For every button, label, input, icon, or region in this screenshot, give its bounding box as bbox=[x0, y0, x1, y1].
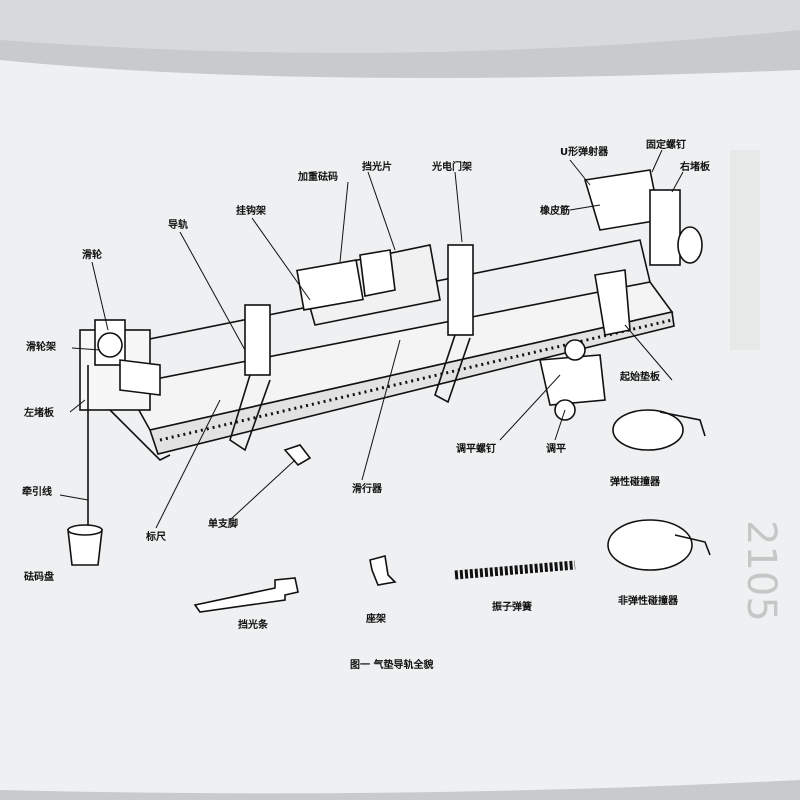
figure-caption: 图一 气垫导轨全貌 bbox=[350, 658, 433, 671]
light-flag bbox=[359, 249, 396, 297]
scale-ruler bbox=[159, 318, 673, 442]
start-pad bbox=[594, 269, 631, 336]
diagram-labels: 滑轮 滑轮架 左堵板 牵引线 砝码盘 导轨 挂钩架 加重砝码 挡光片 光电门架 … bbox=[22, 138, 711, 631]
label-biaochi: 标尺 bbox=[145, 530, 166, 543]
single-leg bbox=[283, 444, 312, 467]
photogate-frame-right bbox=[447, 244, 474, 336]
label-jiazhongfama: 加重砝码 bbox=[297, 170, 338, 183]
label-hualun: 滑轮 bbox=[82, 248, 102, 261]
label-zhenzitanhuang: 振子弹簧 bbox=[492, 600, 532, 613]
label-daogui: 导轨 bbox=[168, 218, 188, 231]
bleed-through-text: 2105 bbox=[730, 150, 784, 622]
label-qiqiudianban: 起始垫板 bbox=[619, 370, 661, 383]
label-zuoduanban: 左堵板 bbox=[23, 406, 55, 419]
label-hualunjia: 滑轮架 bbox=[26, 340, 56, 353]
label-dangguangpian: 挡光片 bbox=[362, 160, 392, 173]
accessories bbox=[193, 409, 711, 613]
label-qianyinxian: 牵引线 bbox=[22, 485, 52, 498]
right-end-plate bbox=[649, 189, 681, 266]
label-tanxingpengzhuangqi: 弹性碰撞器 bbox=[610, 475, 661, 488]
label-zuojia: 座架 bbox=[365, 612, 386, 625]
bleed-number: 2105 bbox=[738, 520, 784, 622]
leader-lines bbox=[59, 149, 684, 529]
label-feitanxingpengzhuangqi: 非弹性碰撞器 bbox=[618, 594, 679, 607]
label-tiaoping: 调平 bbox=[546, 442, 566, 455]
leveling-support bbox=[539, 354, 606, 406]
label-dangguangtiao: 挡光条 bbox=[238, 618, 269, 631]
label-uxingtanshegi: U形弹射器 bbox=[560, 145, 609, 158]
label-guangdianmenjia: 光电门架 bbox=[431, 160, 472, 173]
added-weight bbox=[296, 259, 364, 311]
label-huaxingqi: 滑行器 bbox=[352, 482, 383, 495]
flag-strip bbox=[193, 577, 299, 613]
label-youduanban: 右堵板 bbox=[679, 160, 711, 173]
air-track-drawing bbox=[67, 169, 703, 566]
label-tiaopingluoding: 调平螺钉 bbox=[456, 442, 496, 455]
photogate-frame-left bbox=[244, 304, 271, 376]
inelastic-bumper bbox=[607, 519, 693, 571]
label-guagoujia: 挂钩架 bbox=[236, 204, 266, 217]
label-gudingluoding: 固定螺钉 bbox=[646, 138, 686, 151]
oscillator-spring bbox=[454, 560, 576, 580]
pulley bbox=[97, 332, 123, 358]
seat-frame bbox=[369, 554, 397, 586]
elastic-bumper bbox=[612, 409, 684, 451]
label-danzhijiao: 单支脚 bbox=[208, 517, 238, 530]
label-xiangpijin: 橡皮筋 bbox=[540, 204, 570, 217]
label-famaopan: 砝码盘 bbox=[24, 570, 54, 583]
